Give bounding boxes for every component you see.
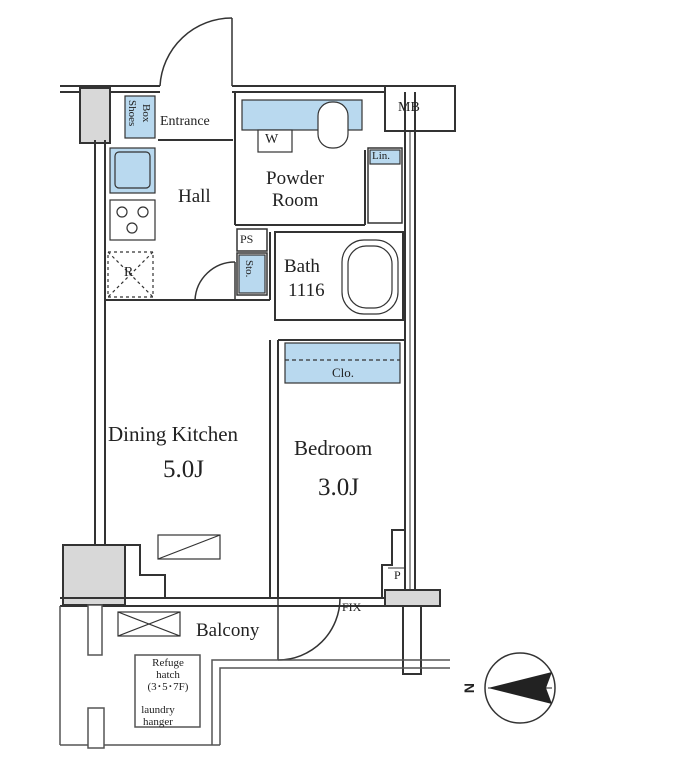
hall-label: Hall (178, 186, 211, 207)
interior-walls (105, 92, 405, 598)
fixtures (107, 95, 401, 637)
compass-north-label: N (461, 682, 478, 694)
door-swings (159, 17, 341, 661)
shoes-box-label-2: Box (140, 104, 152, 123)
dining-kitchen-label: Dining Kitchen (108, 422, 239, 446)
north-arrow-icon (484, 652, 556, 724)
laundry-hanger-line-2: hanger (143, 716, 173, 728)
mb-label: MB (398, 100, 420, 115)
powder-room-label-2: Room (272, 190, 319, 211)
pipe-space-label: P (394, 568, 401, 582)
balcony-label: Balcony (196, 620, 260, 641)
storage-label: Sto. (243, 260, 255, 278)
fix-window-label: FIX (342, 600, 362, 614)
bedroom-label: Bedroom (294, 436, 373, 460)
linen-label: Lin. (372, 150, 391, 162)
closet-label: Clo. (332, 365, 355, 380)
exterior-walls (60, 85, 456, 675)
refuge-hatch-line-2: hatch (156, 669, 180, 681)
refuge-hatch-line-1: Refuge (152, 657, 184, 669)
bath-label: Bath (284, 256, 320, 277)
bath-size-label: 1116 (288, 280, 325, 301)
powder-room-label-1: Powder (266, 168, 325, 189)
bedroom-area: 3.0J (318, 474, 359, 501)
entrance-label: Entrance (160, 114, 210, 129)
laundry-hanger-line-1: laundry (141, 704, 175, 716)
balcony-outline (59, 604, 450, 749)
refuge-hatch-line-3: (3･5･7F) (147, 681, 189, 693)
ps-label: PS (240, 232, 254, 246)
refuge-hatch-label: Refuge hatch (3･5･7F) (136, 657, 200, 693)
washer-label: W (265, 132, 279, 147)
dining-kitchen-area: 5.0J (163, 456, 204, 483)
laundry-hanger-label: laundry hanger (128, 704, 188, 728)
shoes-box-label-1: Shoes (126, 100, 138, 127)
refrigerator-label: R (124, 265, 134, 280)
